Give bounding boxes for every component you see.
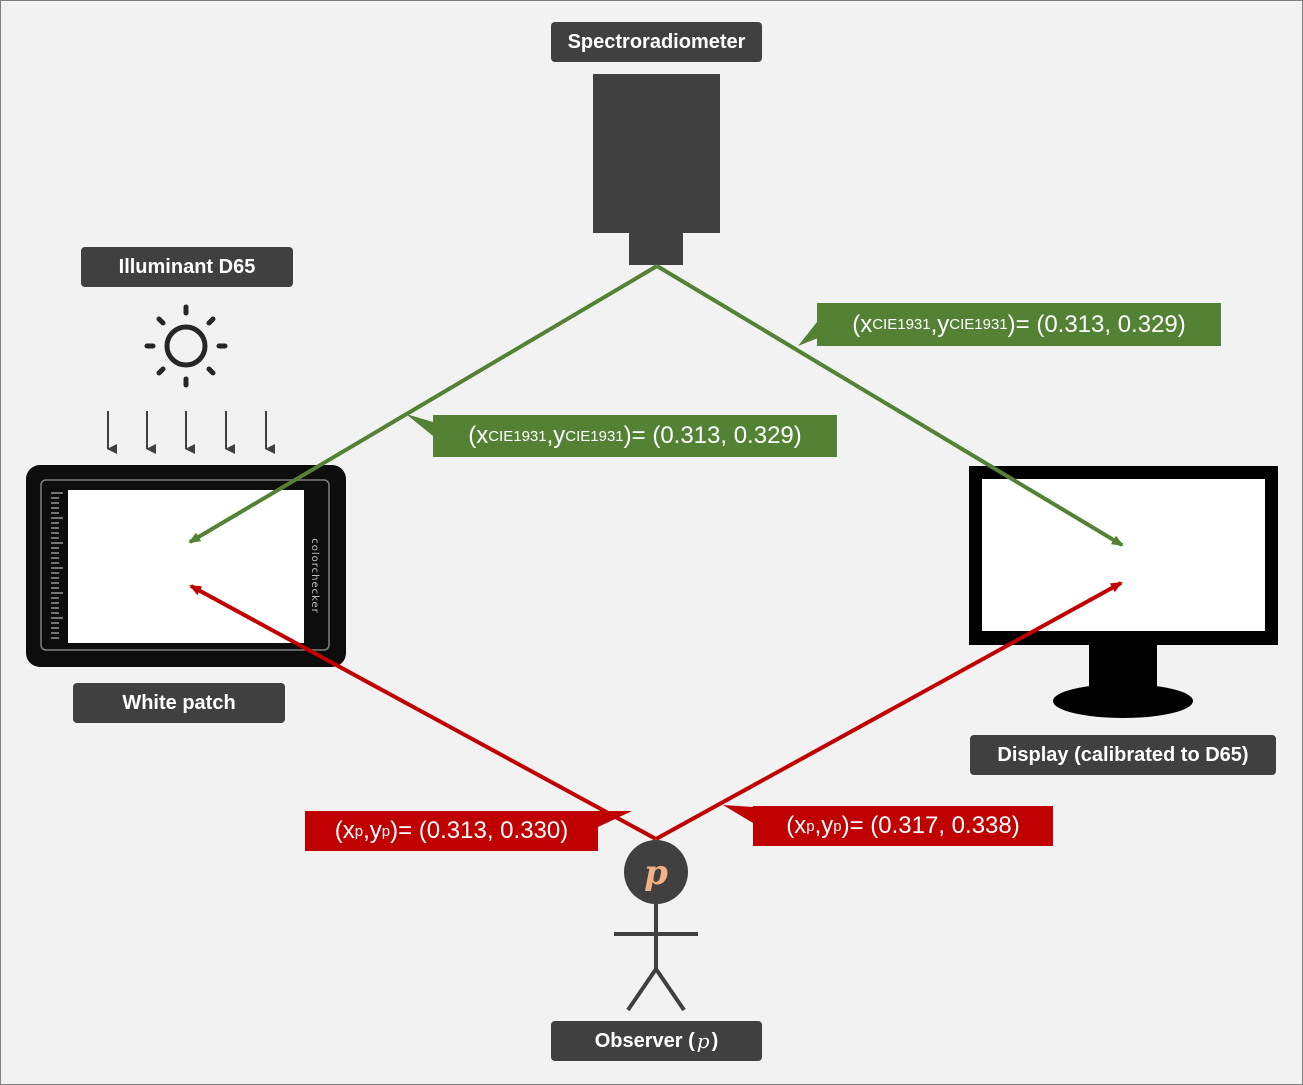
sun-icon	[144, 304, 228, 388]
white-patch-label: White patch	[73, 683, 285, 723]
observer-label-prefix: Observer (	[594, 1029, 695, 1052]
display-screen	[982, 479, 1265, 631]
illumination-arrows	[107, 411, 275, 454]
spectro-measurement-paths	[188, 264, 1124, 547]
observer-label-suffix: )	[711, 1029, 719, 1052]
display-monitor	[969, 466, 1278, 718]
spectroradiometer-device	[593, 74, 720, 265]
observer-head	[624, 840, 688, 904]
spectro-to-patch-line	[188, 264, 659, 544]
spectroradiometer-label: Spectroradiometer	[551, 22, 762, 62]
spectro-to-display-line	[655, 264, 1124, 547]
display-label: Display (calibrated to D65)	[970, 735, 1276, 775]
observer-matching-paths	[189, 581, 1123, 841]
illuminant-label: Illuminant D65	[81, 247, 293, 287]
observer-label-symbol: p	[696, 1029, 710, 1053]
callout-pointer	[406, 414, 433, 436]
colorchecker-brand-text: colorchecker	[309, 538, 320, 614]
callout-pointer	[598, 811, 632, 827]
observer-figure: p	[614, 840, 698, 1012]
observer-label: Observer (p)	[551, 1021, 762, 1061]
observer-to-display-line	[655, 581, 1123, 841]
callout-pointer	[723, 805, 753, 823]
observer-head-symbol: p	[644, 853, 668, 893]
ruler-scale	[51, 492, 63, 639]
colorchecker-target: colorchecker	[26, 465, 346, 667]
observer-to-patch-line	[189, 584, 657, 841]
white-patch-surface	[68, 490, 304, 643]
callout-pointer	[798, 322, 823, 346]
